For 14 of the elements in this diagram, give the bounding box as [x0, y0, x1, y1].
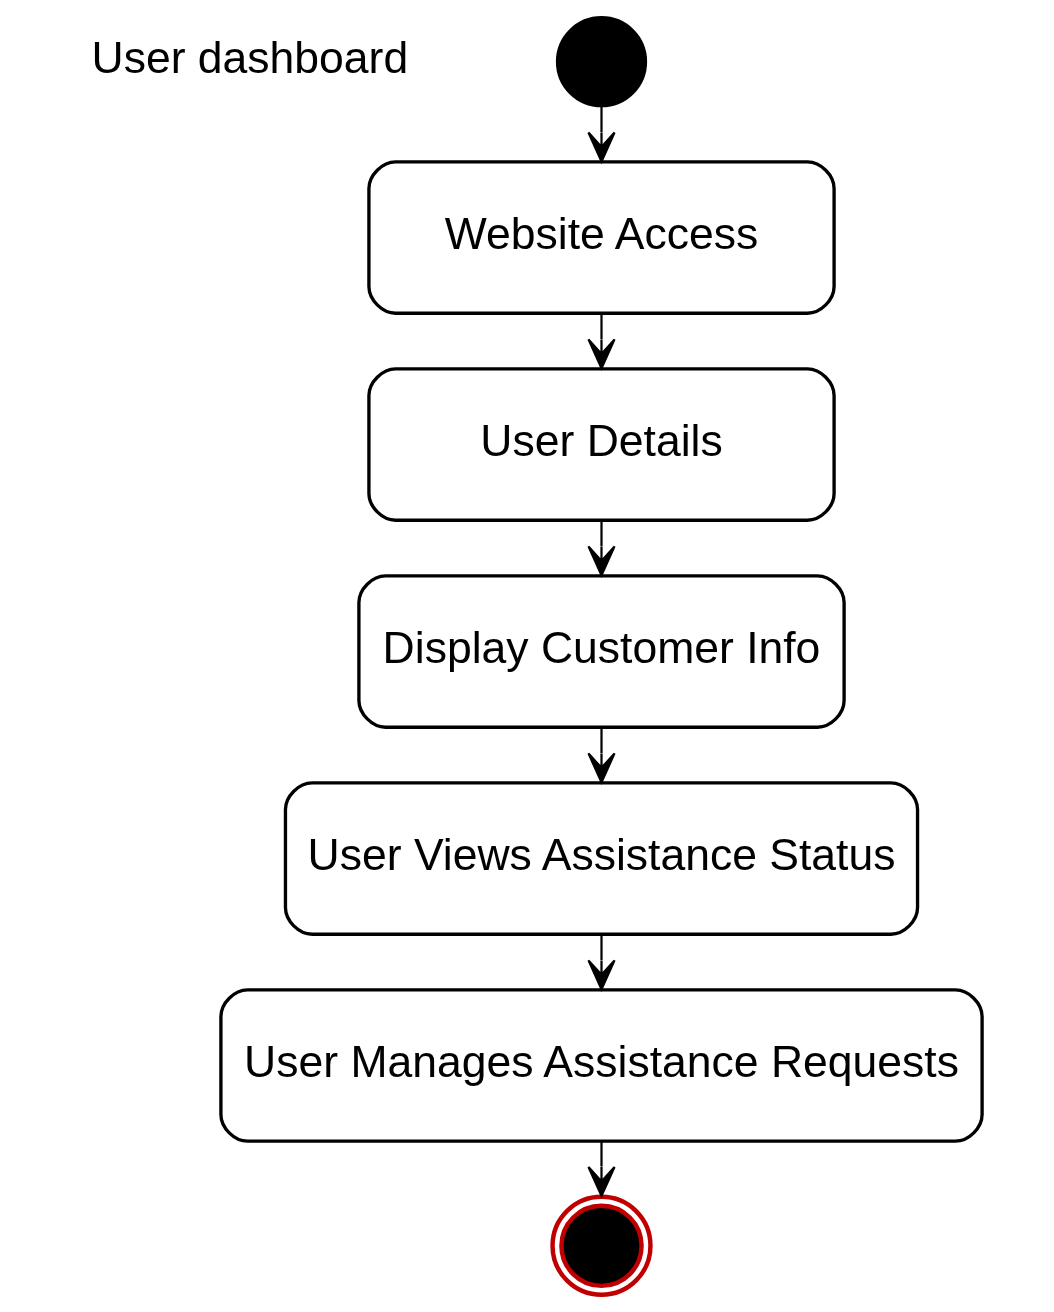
arrow: [586, 106, 616, 163]
arrow: [586, 1141, 616, 1197]
arrow: [586, 313, 616, 370]
label: User dashboard: [91, 32, 408, 82]
node-box: User Details: [366, 367, 836, 522]
node-circle: [555, 16, 647, 108]
node-circle: [549, 1194, 653, 1297]
arrow: [586, 727, 616, 784]
arrow: [586, 934, 616, 991]
node-box: Display Customer Info: [356, 574, 846, 729]
node-box: Website Access: [366, 160, 836, 315]
arrow: [586, 520, 616, 577]
node-box: User Manages Assistance Requests: [218, 988, 984, 1143]
node-box: User Views Assistance Status: [283, 781, 919, 936]
